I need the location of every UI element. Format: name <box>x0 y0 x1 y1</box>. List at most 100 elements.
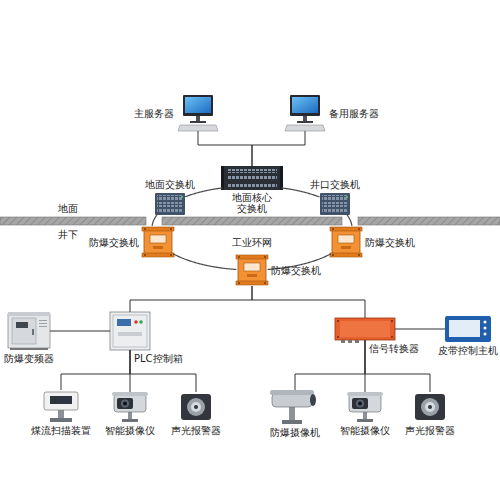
plc-display <box>117 319 131 326</box>
signal-converter-icon <box>335 318 395 343</box>
device-label: 主服务器 <box>134 108 174 119</box>
rack-ports <box>227 183 277 187</box>
ep-camera-bracket <box>289 406 295 420</box>
cable-line <box>252 286 365 318</box>
device-label: 声光报警器 <box>171 425 221 436</box>
ground-surface-band <box>0 217 500 225</box>
ep-camera-housing <box>272 393 312 407</box>
alarm-icon-use <box>181 394 211 420</box>
inverter-icon <box>8 312 50 350</box>
ep-camera-shield <box>270 390 314 395</box>
coal-flow-scanner: 煤流扫描装置 <box>42 390 80 422</box>
cable-line <box>252 131 305 166</box>
inverter-handle <box>32 329 34 335</box>
belt-host-icon <box>445 316 491 342</box>
rack-ports <box>227 169 277 173</box>
server-computer: 主服务器 <box>178 95 218 131</box>
device-label: 信号转换器 <box>369 343 419 354</box>
area-label: 井下 <box>58 229 78 241</box>
wellhead-switch-icon <box>320 193 350 215</box>
coal-scanner-icon <box>44 392 78 422</box>
device-label: 防爆交换机 <box>271 265 321 276</box>
host-button <box>484 327 487 330</box>
signal-converter: 信号转换器 <box>335 318 395 340</box>
host-frame <box>445 316 491 342</box>
scanner-bracket <box>58 410 64 418</box>
host-screen <box>449 320 480 337</box>
device-label: 备用服务器 <box>329 108 379 119</box>
plc-box-icon <box>110 312 150 350</box>
device-label: 智能摄像仪 <box>105 425 155 436</box>
cable-line <box>295 340 365 390</box>
bolt <box>337 320 339 322</box>
cable-line <box>130 286 252 312</box>
core-switch-icon <box>221 166 283 190</box>
explosion-proof-switch: 防爆交换机 <box>331 226 361 258</box>
alarm-icon-use <box>415 394 445 420</box>
scanner-window <box>50 396 72 404</box>
inverter-top <box>8 312 50 316</box>
ground-band <box>0 217 146 225</box>
bolt <box>391 336 393 338</box>
bolt <box>391 320 393 322</box>
ground-switch: 地面交换机 <box>155 193 185 215</box>
ep-camera-base <box>282 420 302 424</box>
core-switch: 地面核心 交换机 <box>223 166 281 190</box>
scanner-body <box>44 392 78 410</box>
converter-body <box>335 318 395 340</box>
cable-line <box>50 331 110 332</box>
plc-button <box>139 320 143 324</box>
device-label: 声光报警器 <box>405 425 455 436</box>
host-button <box>484 333 487 336</box>
vent <box>39 326 47 327</box>
wellhead-switch: 井口交换机 <box>320 193 350 215</box>
device-label: 防爆摄像机 <box>270 427 320 438</box>
device-label: 防爆交换机 <box>89 237 139 248</box>
ground-band <box>358 217 500 225</box>
explosion-proof-switch: 防爆交换机 <box>237 254 267 286</box>
ep-switch-icon <box>236 255 268 285</box>
explosion-proof-camera: 防爆摄像机 <box>270 390 320 424</box>
host-button <box>484 321 487 324</box>
rack-body <box>223 166 281 190</box>
plc-plate <box>118 332 142 336</box>
cable-line <box>61 350 130 390</box>
ep-camera-lens <box>310 394 316 406</box>
ground-band <box>162 217 342 225</box>
inverter-feet <box>10 348 48 350</box>
smart-camera-icon <box>112 392 148 422</box>
smart-camera: 智能摄像仪 <box>347 392 383 422</box>
cable-line <box>198 131 252 166</box>
device-label: 地面核心 交换机 <box>230 192 274 214</box>
cable-line <box>365 340 430 392</box>
device-label: 地面交换机 <box>145 179 195 190</box>
ring-network-line <box>347 215 352 226</box>
explosion-proof-switch: 防爆交换机 <box>143 226 173 258</box>
plc-control-box: PLC控制箱 <box>110 312 150 350</box>
device-label: 智能摄像仪 <box>340 425 390 436</box>
main-server-icon <box>178 95 218 131</box>
smart-camera-icon <box>347 392 383 422</box>
inverter-body <box>8 314 50 348</box>
rack-ear <box>280 166 283 190</box>
inverter-door <box>12 318 36 344</box>
sound-light-alarm: 声光报警器 <box>414 392 446 422</box>
device-label: 防爆变频器 <box>4 353 54 364</box>
cable-line <box>395 329 445 330</box>
ep-switch-icon <box>330 227 362 257</box>
scanner-base <box>50 418 72 422</box>
backup-server-icon <box>285 95 325 131</box>
plc-body <box>110 312 150 350</box>
belt-control-host: 皮带控制主机 <box>445 316 491 342</box>
server-computer: 备用服务器 <box>285 95 325 131</box>
rack-ear <box>221 166 224 190</box>
area-label: 地面 <box>58 203 78 215</box>
cable-gland <box>341 340 345 343</box>
device-label: 煤流扫描装置 <box>31 425 91 436</box>
smart-camera: 智能摄像仪 <box>112 392 148 422</box>
cable-gland <box>355 340 359 343</box>
ground-switch-icon <box>155 193 185 215</box>
frequency-converter: 防爆变频器 <box>8 312 50 350</box>
device-label: 井口交换机 <box>310 179 360 190</box>
